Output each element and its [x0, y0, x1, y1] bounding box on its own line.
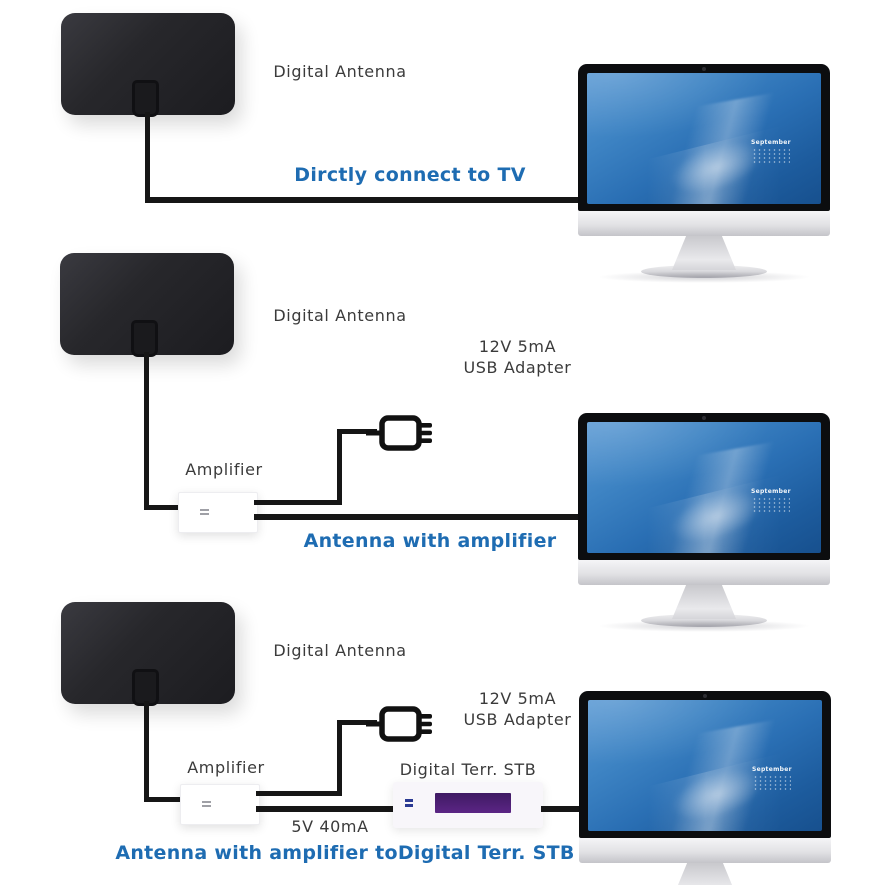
tv-monitor: September [578, 413, 830, 632]
antenna-panel [61, 13, 235, 117]
antenna-label: Digital Antenna [273, 306, 407, 325]
antenna-cable-to-amplifier [144, 797, 186, 802]
tv-screen: September [587, 422, 821, 553]
power-wire-horizontal [254, 500, 342, 505]
tv-stand-neck [672, 585, 736, 619]
antenna-label: Digital Antenna [273, 62, 407, 81]
wallpaper-calendar-grid [751, 147, 790, 164]
stb-display [435, 793, 511, 813]
amplifier-label: Amplifier [187, 758, 265, 777]
power-wire-vertical [337, 722, 342, 796]
adapter-label: 12V 5mA USB Adapter [430, 336, 605, 378]
tv-shadow [597, 271, 811, 283]
adapter-label-line2: USB Adapter [463, 710, 572, 729]
tv-screen: September [588, 700, 822, 831]
tv-bezel: September [578, 64, 830, 211]
tv-chin [578, 560, 830, 585]
antenna-cable-vertical [144, 701, 149, 802]
power-wire-vertical [337, 431, 342, 505]
amplifier-cable-to-stb [256, 806, 396, 812]
antenna-cable-vertical [145, 112, 150, 202]
amplifier-box [180, 784, 260, 825]
tv-stand-neck [673, 863, 737, 885]
tv-chin [578, 211, 830, 236]
amplifier-label: Amplifier [185, 460, 263, 479]
usb-plug-icon [366, 415, 432, 451]
wire-label-5v40ma: 5V 40mA [291, 817, 369, 836]
tv-stand-neck [672, 236, 736, 270]
amplifier-indicator [202, 801, 211, 808]
usb-plug-icon [366, 706, 432, 742]
antenna-cable-to-amplifier [144, 505, 184, 510]
amplifier-box [178, 492, 258, 533]
antenna-connector [132, 80, 159, 117]
stb-cable-to-tv [541, 806, 582, 812]
tv-chin [579, 838, 831, 863]
tv-camera-dot [703, 694, 707, 698]
stb-box [393, 782, 543, 828]
antenna-label: Digital Antenna [273, 641, 407, 660]
wallpaper-calendar-title: September [750, 487, 791, 495]
antenna-cable-to-tv [145, 197, 582, 203]
wallpaper-calendar-title: September [751, 765, 792, 773]
tv-screen: September [587, 73, 821, 204]
antenna-panel [61, 602, 235, 706]
tv-camera-dot [702, 67, 706, 71]
tv-monitor: September [579, 691, 831, 885]
tv-camera-dot [702, 416, 706, 420]
stb-indicator [405, 799, 413, 807]
section-caption: Antenna with amplifier toDigital Terr. S… [115, 842, 575, 864]
amplifier-indicator [200, 509, 209, 516]
wallpaper-calendar-grid [751, 496, 790, 513]
power-wire-to-plug [337, 720, 377, 725]
tv-monitor: September [578, 64, 830, 283]
tv-stand-base [641, 265, 767, 278]
tv-shadow [597, 620, 811, 632]
adapter-label: 12V 5mA USB Adapter [430, 688, 605, 730]
adapter-label-line2: USB Adapter [463, 358, 572, 377]
wallpaper-calendar-grid [752, 774, 791, 791]
stb-label: Digital Terr. STB [399, 760, 537, 779]
tv-bezel: September [579, 691, 831, 838]
section-caption: Dirctly connect to TV [294, 164, 526, 186]
adapter-label-line1: 12V 5mA [478, 689, 557, 708]
wallpaper-calendar: September [749, 488, 793, 513]
amplifier-cable-to-tv [254, 514, 582, 520]
power-wire-horizontal [256, 791, 342, 796]
tv-stand-base [641, 614, 767, 627]
antenna-panel [60, 253, 234, 357]
antenna-cable-vertical [144, 352, 149, 510]
antenna-connector [131, 320, 158, 357]
tv-bezel: September [578, 413, 830, 560]
power-wire-to-plug [337, 429, 377, 434]
wallpaper-calendar: September [750, 766, 794, 791]
adapter-label-line1: 12V 5mA [478, 337, 557, 356]
wallpaper-calendar: September [749, 139, 793, 164]
section-caption: Antenna with amplifier [303, 530, 557, 552]
wallpaper-calendar-title: September [750, 138, 791, 146]
